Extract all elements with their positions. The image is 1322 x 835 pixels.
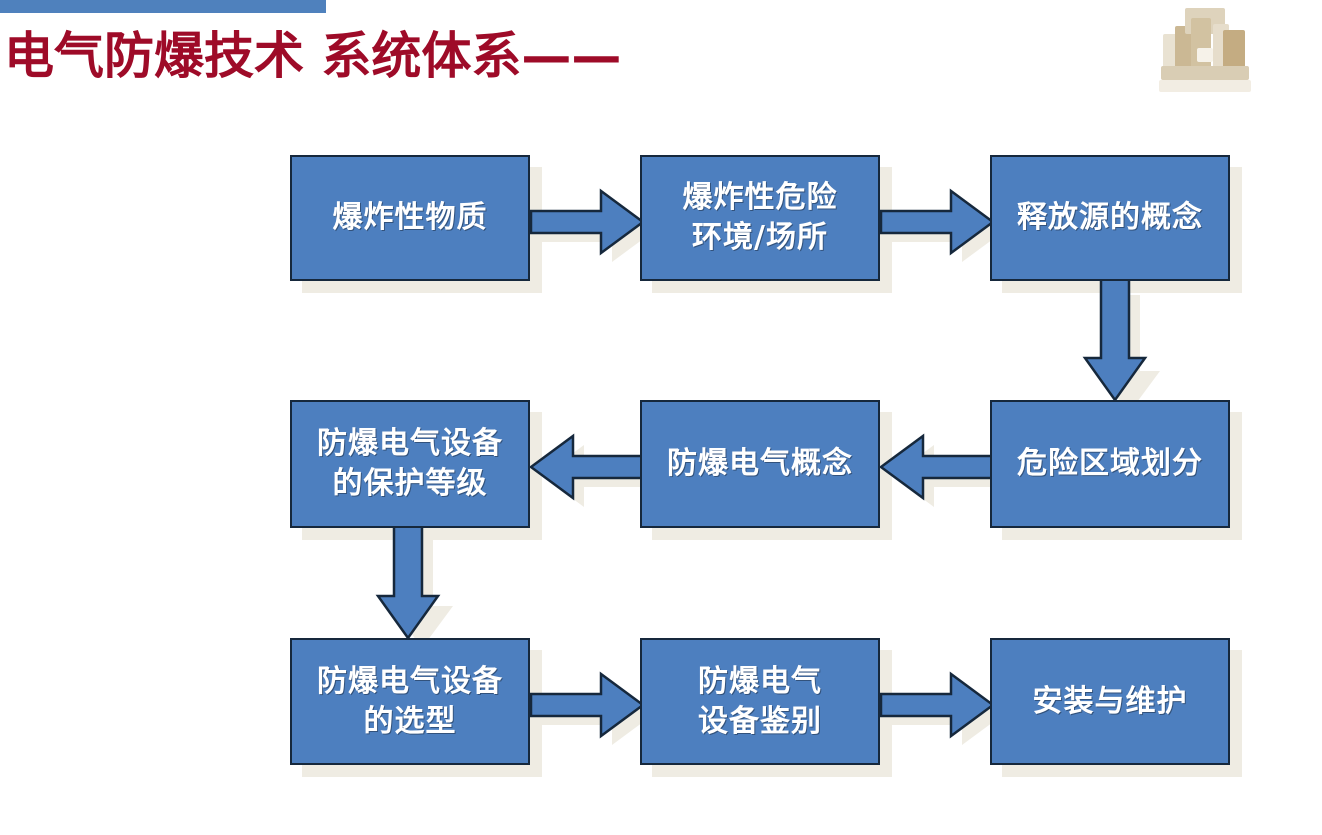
accent-bar [0,0,326,13]
flow-node-explosion-proof-concept[interactable]: 防爆电气概念 [640,400,880,528]
page-title: 电气防爆技术 系统体系—— [4,27,622,85]
flow-node-label: 安装与维护 [1032,683,1188,719]
flow-node-installation-maintenance[interactable]: 安装与维护 [990,638,1230,765]
flow-node-hazardous-area-classification[interactable]: 危险区域划分 [990,400,1230,528]
arrow-right-n7-n8 [529,671,646,739]
flow-node-label: 防爆电气概念 [667,446,853,481]
flow-node-label: 防爆电气设备 的保护等级 [317,426,503,501]
flow-node-label: 防爆电气设备 的选型 [317,663,503,739]
flow-node-label: 爆炸性危险 环境/场所 [682,180,838,255]
arrow-left-n5-n4 [528,433,645,501]
flow-node-label: 释放源的概念 [1017,200,1203,235]
company-logo-blurred [1157,4,1253,96]
flow-node-release-source-concept[interactable]: 释放源的概念 [990,155,1230,281]
arrow-down-n3-n6 [1082,277,1148,403]
arrow-right-n2-n3 [879,188,996,256]
flow-node-protection-level[interactable]: 防爆电气设备 的保护等级 [290,400,530,528]
flow-node-label: 爆炸性物质 [332,200,488,235]
arrow-left-n6-n5 [878,433,995,501]
flow-node-explosive-hazard-environment[interactable]: 爆炸性危险 环境/场所 [640,155,880,281]
arrow-right-n8-n9 [879,671,996,739]
arrow-right-n1-n2 [529,188,646,256]
flow-node-equipment-selection[interactable]: 防爆电气设备 的选型 [290,638,530,765]
flow-node-label: 危险区域划分 [1017,446,1203,481]
arrow-down-n4-n7 [375,521,441,641]
flow-node-label: 防爆电气 设备鉴别 [698,663,822,739]
flow-node-equipment-identification[interactable]: 防爆电气 设备鉴别 [640,638,880,765]
flow-node-explosive-substance[interactable]: 爆炸性物质 [290,155,530,281]
